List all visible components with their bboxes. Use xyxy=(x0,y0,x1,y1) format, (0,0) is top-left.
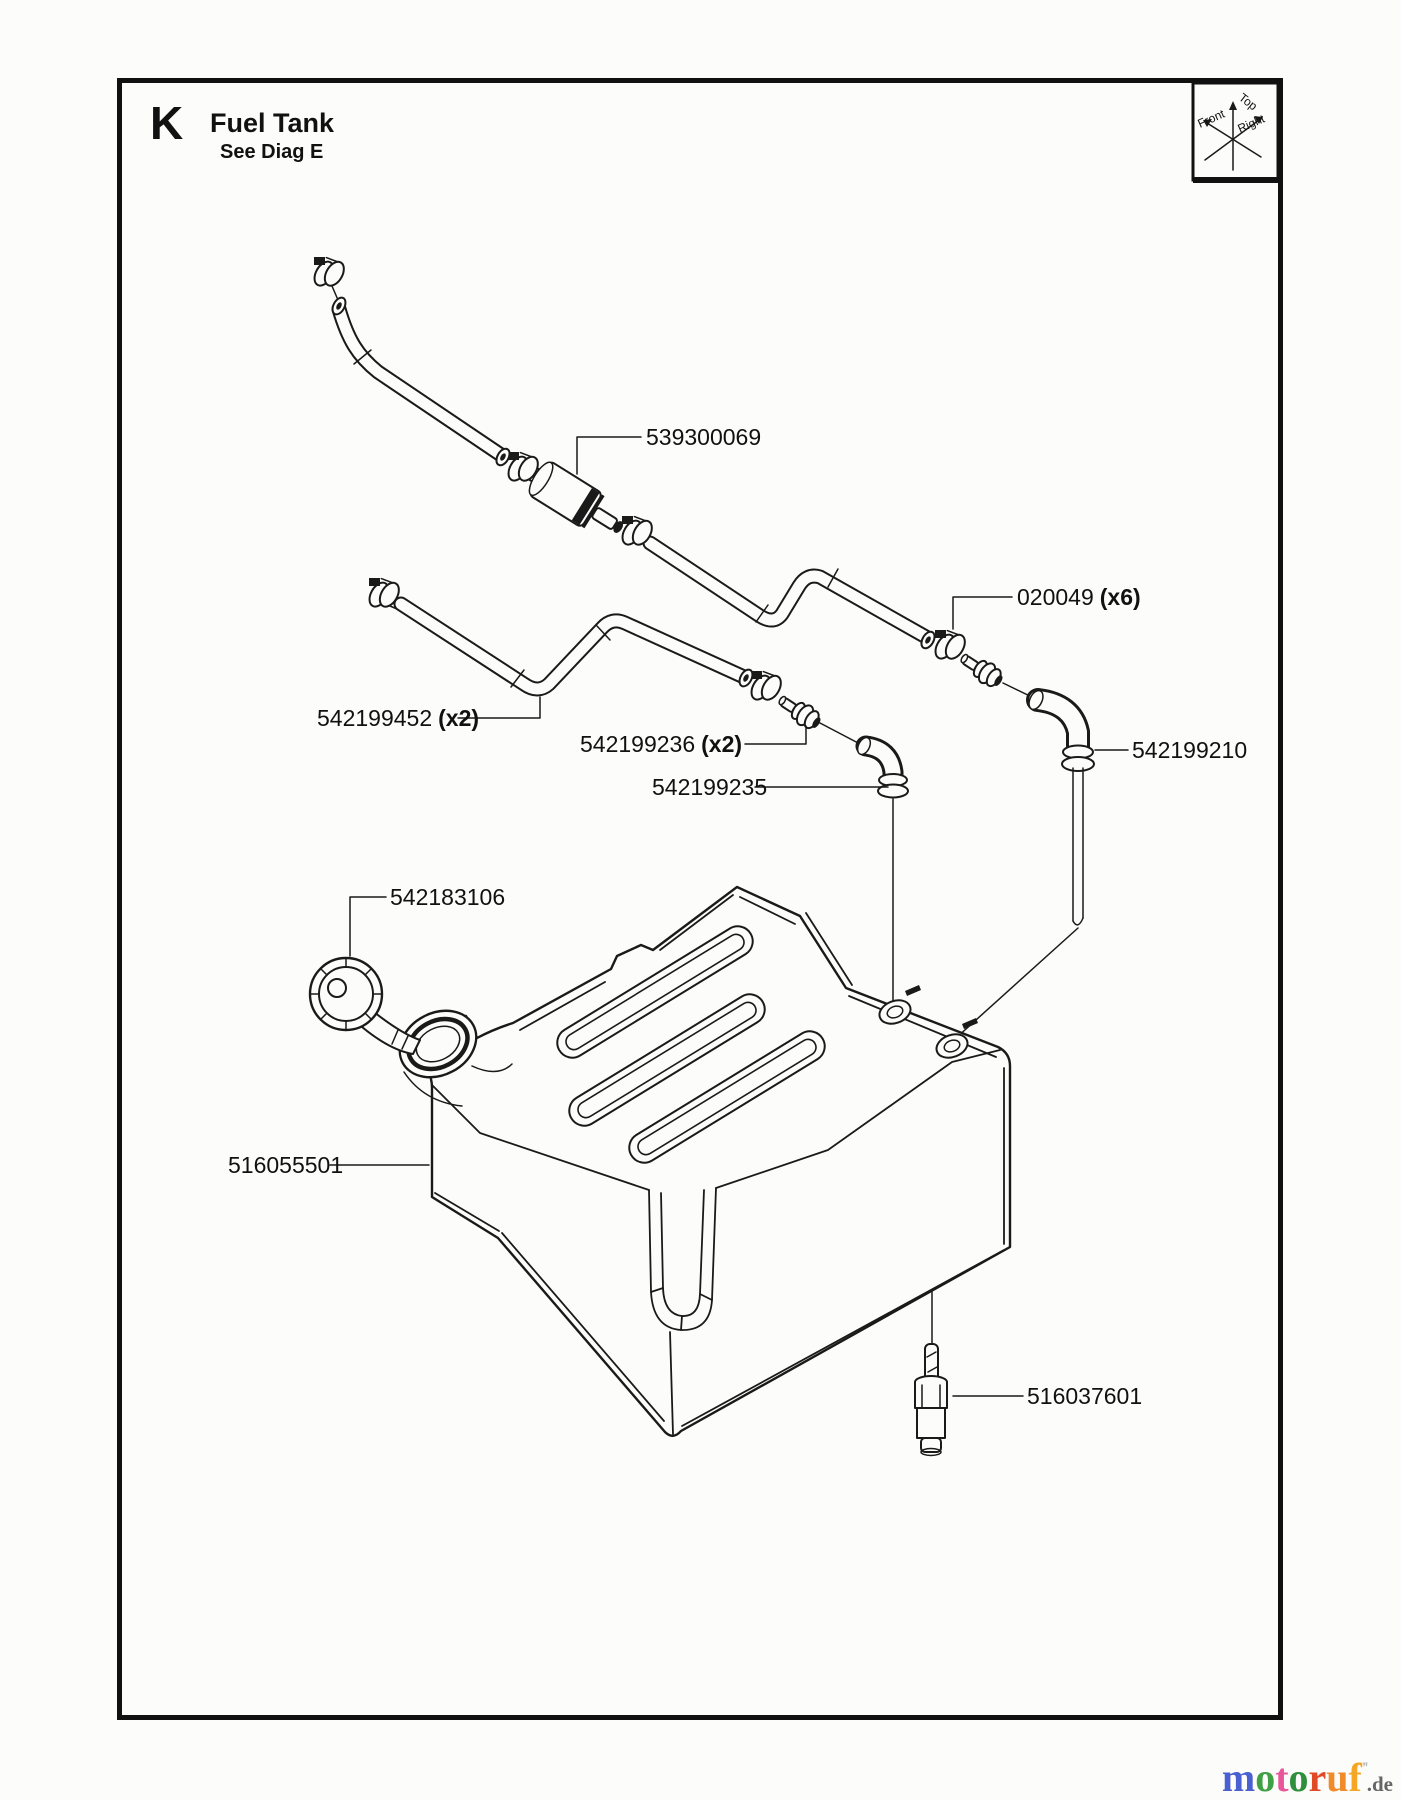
fuel-pickup-tube xyxy=(955,767,1084,1039)
tank-grooves xyxy=(556,925,826,1164)
axis-label-front: Front xyxy=(1196,106,1228,130)
part-label-fuel-hose: 542199452(x2) xyxy=(317,705,479,731)
tank-crease-lines xyxy=(431,894,1005,1427)
part-label-elbow-left: 542199235 xyxy=(652,774,767,800)
tank-groove xyxy=(556,925,754,1059)
fuel-tank-body xyxy=(398,885,1012,1437)
exploded-axis-lines xyxy=(819,682,1037,745)
leader-fuel-filter xyxy=(576,436,642,475)
logo-letters: motoruf xyxy=(1221,1755,1362,1800)
part-label-hose-clamp: 020049(x6) xyxy=(1017,584,1141,610)
fuel-cap xyxy=(308,956,421,1055)
page-title: Fuel Tank xyxy=(210,108,335,138)
tank-port xyxy=(935,1033,969,1059)
tank-groove xyxy=(568,993,766,1127)
front-arrowhead xyxy=(1203,119,1212,127)
top-arrowhead xyxy=(1229,101,1237,110)
hose-clamp xyxy=(301,248,349,295)
part-label-fuel-filter: 539300069 xyxy=(646,424,761,450)
page-subtitle: See Diag E xyxy=(220,141,324,163)
barb-connector xyxy=(955,646,1008,693)
fuel-line-lower xyxy=(389,596,752,697)
right-arrowhead xyxy=(1254,116,1263,124)
section-letter: K xyxy=(150,97,185,149)
axis-label-right: Right xyxy=(1236,111,1268,135)
elbow-fitting-left xyxy=(855,735,909,1002)
fuel-valve xyxy=(914,1291,948,1457)
filler-neck xyxy=(398,1009,513,1107)
page-border xyxy=(117,78,1283,1720)
leader-lines xyxy=(329,436,1129,1397)
leader-fuel-cap xyxy=(349,896,387,957)
elbow-fitting-right xyxy=(955,688,1095,1039)
tank-groove xyxy=(628,1030,826,1164)
orientation-axes xyxy=(1204,105,1262,171)
tank-port xyxy=(878,999,912,1025)
brand-logo: motoruf''.de xyxy=(1222,1758,1393,1798)
fuel-line-upper xyxy=(331,285,934,645)
leader-fuel-hose xyxy=(457,696,541,719)
part-label-fuel-valve: 516037601 xyxy=(1027,1383,1142,1409)
logo-suffix: .de xyxy=(1366,1772,1393,1796)
axis-label-top: Top xyxy=(1236,90,1260,113)
part-labels: 539300069 020049(x6) 542199452(x2) 54219… xyxy=(228,424,1247,1409)
leader-hose-clamp xyxy=(952,596,1013,630)
part-label-fuel-tank: 516055501 xyxy=(228,1152,343,1178)
orientation-box: Top Front Right xyxy=(1191,81,1280,183)
part-label-fuel-cap: 542183106 xyxy=(390,884,505,910)
tank-corner-channel xyxy=(648,1187,717,1435)
tank-ports xyxy=(878,985,978,1059)
hose-clamps xyxy=(301,248,970,709)
logo-tick-marks: '' xyxy=(1361,1760,1369,1777)
barb-connector xyxy=(773,688,826,735)
part-label-connector: 542199236(x2) xyxy=(580,731,742,757)
part-label-elbow-right: 542199210 xyxy=(1132,737,1247,763)
leader-connector xyxy=(744,725,807,745)
